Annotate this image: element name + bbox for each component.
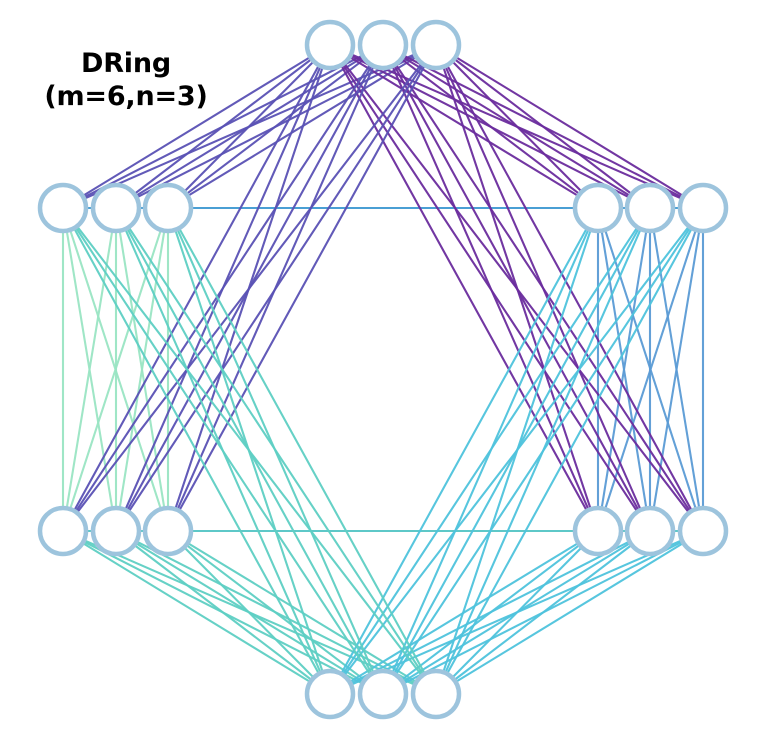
graph-edge xyxy=(391,65,590,511)
graph-edge xyxy=(178,64,426,512)
graph-edge xyxy=(446,227,693,675)
graph-node[interactable] xyxy=(410,19,462,71)
graph-edge xyxy=(133,544,313,681)
graph-node[interactable] xyxy=(677,182,729,234)
graph-edge xyxy=(600,230,648,509)
graph-edge xyxy=(76,225,423,677)
graph-edge xyxy=(444,228,642,674)
graph-edge xyxy=(340,227,588,675)
graph-node[interactable] xyxy=(410,668,462,720)
graph-edge xyxy=(451,60,583,193)
graph-edge xyxy=(73,227,320,675)
graph-node[interactable] xyxy=(142,505,194,557)
graph-node[interactable] xyxy=(624,505,676,557)
graph-node[interactable] xyxy=(37,182,89,234)
graph-edge xyxy=(82,542,311,683)
node-layer xyxy=(37,19,729,720)
graph-edge xyxy=(74,63,372,513)
graph-edge xyxy=(350,539,683,686)
graph-edge xyxy=(183,546,315,679)
graph-edge xyxy=(391,228,590,674)
graph-node[interactable] xyxy=(90,182,142,234)
graph-node[interactable] xyxy=(357,668,409,720)
graph-edge xyxy=(652,230,701,509)
graph-edge xyxy=(455,542,684,683)
graph-edge xyxy=(442,229,592,673)
graph-edge xyxy=(82,56,311,197)
graph-edge xyxy=(73,64,320,512)
graph-edge xyxy=(442,66,592,510)
graph-edge xyxy=(185,544,366,681)
graph-edge xyxy=(340,64,588,512)
graph-edge xyxy=(455,56,684,197)
graph-node[interactable] xyxy=(90,505,142,557)
graph-edge xyxy=(400,58,581,195)
graph-node[interactable] xyxy=(304,668,356,720)
graph-edge xyxy=(65,230,114,509)
graph-edge xyxy=(127,63,425,513)
graph-edge xyxy=(74,226,372,676)
graph-node[interactable] xyxy=(304,19,356,71)
graph-node[interactable] xyxy=(572,182,624,234)
graph-node[interactable] xyxy=(677,505,729,557)
graph-edge xyxy=(76,62,423,514)
graph-node[interactable] xyxy=(624,182,676,234)
graph-edge xyxy=(127,226,425,676)
graph-node[interactable] xyxy=(37,505,89,557)
graph-node[interactable] xyxy=(357,19,409,71)
graph-edge xyxy=(83,53,416,200)
edge-layer xyxy=(61,53,705,686)
graph-edge xyxy=(444,65,642,511)
graph-edge xyxy=(446,64,693,512)
graph-edge xyxy=(453,58,633,195)
graph-node[interactable] xyxy=(142,182,194,234)
graph-node[interactable] xyxy=(572,505,624,557)
graph-edge xyxy=(178,227,426,675)
graph-edge xyxy=(118,230,166,509)
